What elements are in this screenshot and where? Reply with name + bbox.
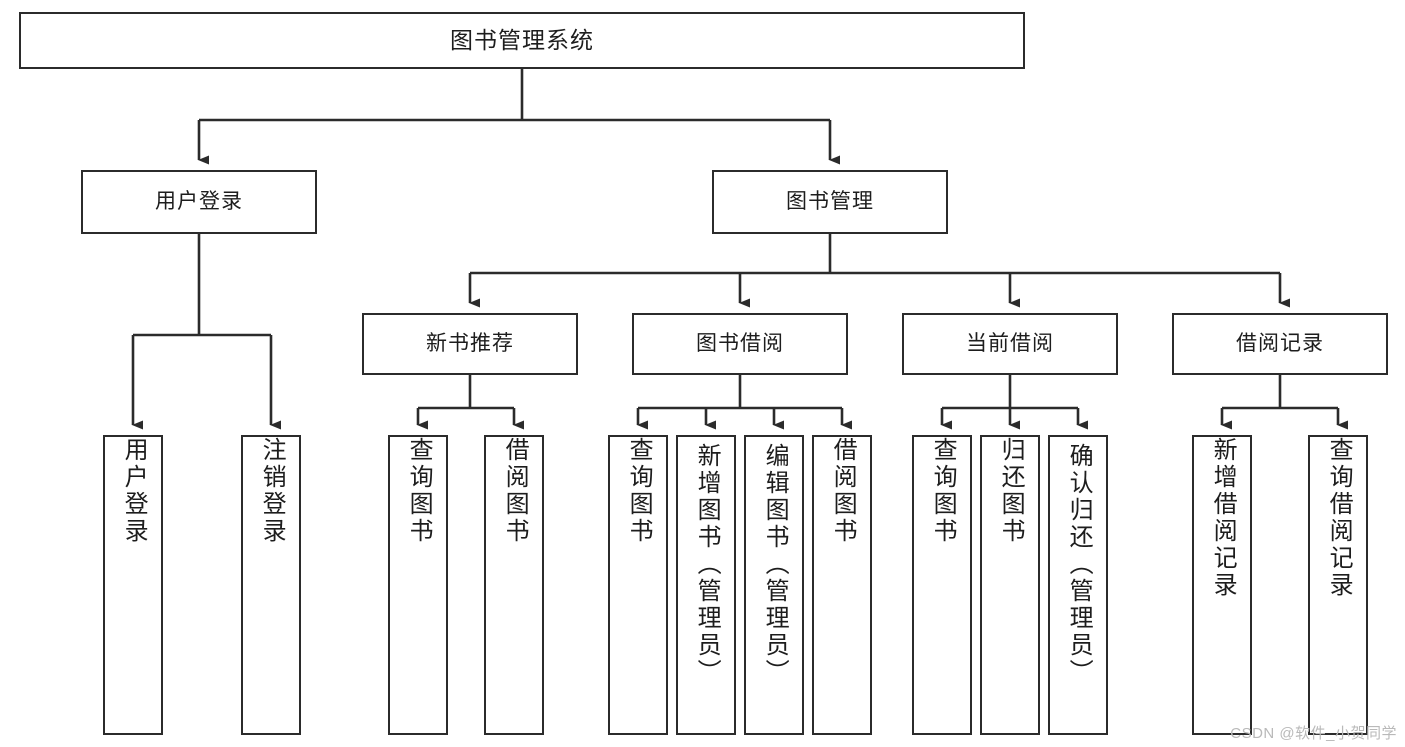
- node-label: 查询图书: [625, 437, 653, 545]
- node-label: 查询图书: [929, 437, 957, 545]
- node-label: 当前借阅: [966, 331, 1054, 355]
- node-book-borrow[interactable]: 图书借阅: [632, 313, 848, 375]
- leaf-query-book[interactable]: 查询图书: [608, 435, 668, 735]
- leaf-borrow-book-recommend[interactable]: 借阅图书: [484, 435, 544, 735]
- leaf-add-borrow-record[interactable]: 新增借阅记录: [1192, 435, 1252, 735]
- leaf-query-book-current[interactable]: 查询图书: [912, 435, 972, 735]
- node-label: 归还图书: [997, 437, 1025, 545]
- node-label: 图书管理系统: [450, 27, 594, 54]
- leaf-edit-book-admin[interactable]: 编辑图书（管理员）: [744, 435, 804, 735]
- node-label: 图书借阅: [696, 331, 784, 355]
- node-root-system[interactable]: 图书管理系统: [19, 12, 1025, 69]
- node-label: 用户登录: [155, 189, 243, 213]
- node-book-management[interactable]: 图书管理: [712, 170, 948, 234]
- node-label: 借阅图书: [829, 437, 857, 545]
- node-label: 注销登录: [258, 437, 286, 545]
- node-label: 新书推荐: [426, 331, 514, 355]
- leaf-logout[interactable]: 注销登录: [241, 435, 301, 735]
- node-label: 确认归还（管理员）: [1065, 443, 1093, 686]
- node-label: 用户登录: [120, 437, 148, 545]
- leaf-query-borrow-record[interactable]: 查询借阅记录: [1308, 435, 1368, 735]
- leaf-borrow-book[interactable]: 借阅图书: [812, 435, 872, 735]
- node-current-borrow[interactable]: 当前借阅: [902, 313, 1118, 375]
- leaf-confirm-return-admin[interactable]: 确认归还（管理员）: [1048, 435, 1108, 735]
- node-label: 借阅记录: [1236, 331, 1324, 355]
- node-label: 查询图书: [405, 437, 433, 545]
- node-user-login[interactable]: 用户登录: [81, 170, 317, 234]
- leaf-return-book[interactable]: 归还图书: [980, 435, 1040, 735]
- leaf-user-login[interactable]: 用户登录: [103, 435, 163, 735]
- node-borrow-record[interactable]: 借阅记录: [1172, 313, 1388, 375]
- watermark: CSDN @软件_小贺同学: [1230, 725, 1397, 742]
- node-label: 图书管理: [786, 189, 874, 213]
- node-label: 新增图书（管理员）: [693, 443, 721, 686]
- node-label: 查询借阅记录: [1325, 437, 1353, 599]
- node-label: 借阅图书: [501, 437, 529, 545]
- node-label: 新增借阅记录: [1209, 437, 1237, 599]
- node-new-book-recommend[interactable]: 新书推荐: [362, 313, 578, 375]
- leaf-add-book-admin[interactable]: 新增图书（管理员）: [676, 435, 736, 735]
- node-label: 编辑图书（管理员）: [761, 443, 789, 686]
- leaf-query-book-recommend[interactable]: 查询图书: [388, 435, 448, 735]
